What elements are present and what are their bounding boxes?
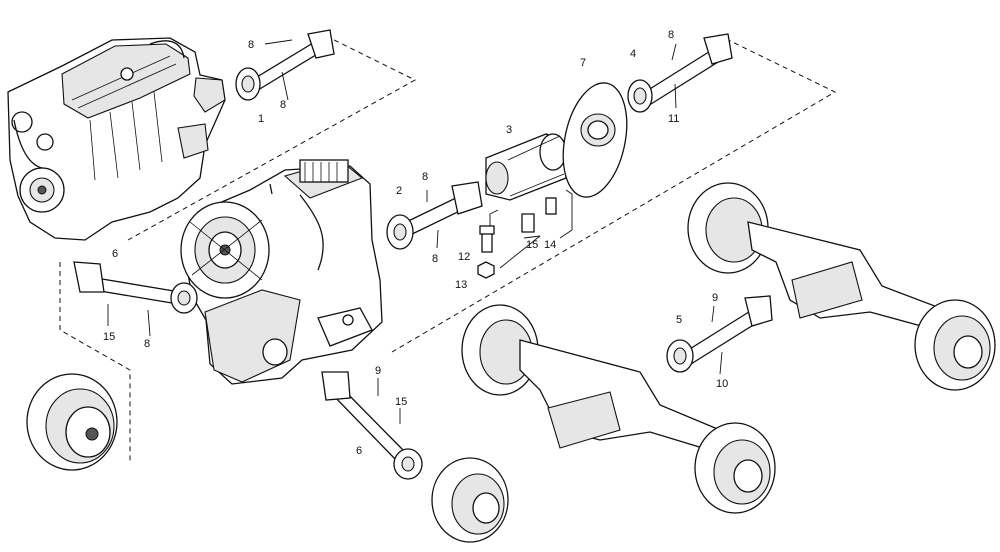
callout-8d: 8	[432, 253, 438, 265]
callout-8e: 8	[668, 29, 674, 41]
bolts	[107, 39, 723, 424]
callout-12: 13	[455, 279, 467, 291]
callout-8b: 8	[280, 99, 286, 111]
axle-front	[461, 304, 776, 514]
callout-8g: 9	[375, 365, 381, 377]
callout-15b: 15	[395, 396, 407, 408]
callout-8f: 8	[144, 338, 150, 350]
callout-labels: 1 2 3 4 5 6 6 7 8 8 8 8 8 8 9 9 10 11 12…	[103, 29, 728, 457]
callout-8c: 8	[422, 171, 428, 183]
transmission	[180, 159, 383, 385]
callout-2: 2	[396, 185, 402, 197]
callout-9b: 10	[716, 378, 728, 390]
callout-1: 1	[258, 113, 264, 125]
engine	[7, 37, 226, 241]
axle-rear	[687, 182, 996, 391]
drive-shaft-6-lower	[321, 371, 423, 480]
drive-shaft-6-left	[73, 261, 198, 314]
small-parts	[477, 189, 573, 279]
callout-15a: 15	[103, 331, 115, 343]
callout-4: 4	[630, 48, 636, 60]
drive-shaft-1	[235, 29, 335, 101]
wheel-hub-left	[26, 373, 118, 471]
dashed-assembly-lines	[59, 31, 837, 462]
drive-shaft-2	[386, 181, 483, 250]
brake-disc	[562, 82, 628, 198]
callout-14: 15	[526, 239, 538, 251]
callout-6a: 6	[112, 248, 118, 260]
callout-9a: 9	[712, 292, 718, 304]
callout-5: 5	[676, 314, 682, 326]
drive-shaft-5	[666, 295, 773, 373]
callout-10: 11	[668, 113, 679, 125]
drive-shaft-4	[627, 33, 733, 113]
wheel-hub-center	[431, 457, 509, 543]
callout-6b: 6	[356, 445, 362, 457]
callout-11: 12	[458, 251, 470, 263]
callout-7: 7	[580, 57, 586, 69]
callout-3: 3	[506, 124, 512, 136]
callout-8a: 8	[248, 39, 254, 51]
support-bearing	[485, 133, 567, 201]
callout-13: 14	[544, 239, 556, 251]
